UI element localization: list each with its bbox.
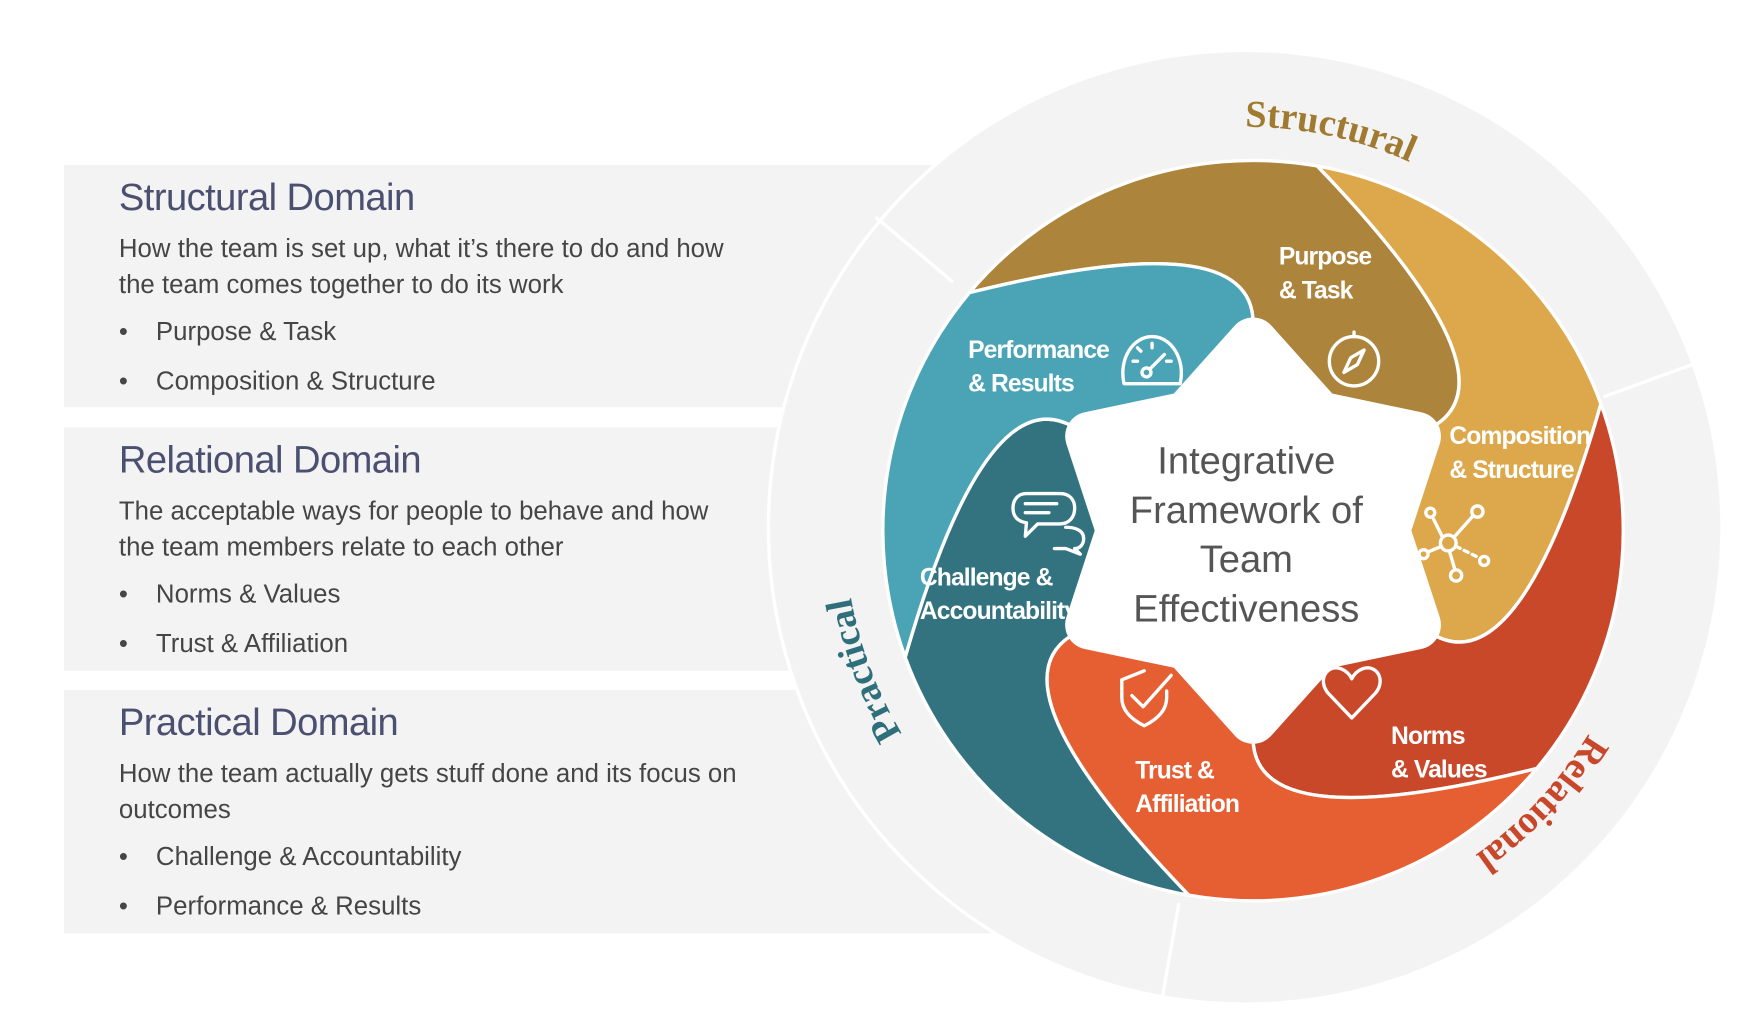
ring-divider	[1603, 360, 1700, 399]
list-item: •Trust & Affiliation	[118, 628, 349, 658]
segment-label: Norms& Values	[1391, 723, 1487, 784]
structural-domain-panel: Structural Domain How the team is set up…	[63, 164, 962, 408]
list-item: •Performance & Results	[118, 890, 422, 920]
panel-description: How the team is set up, what it’s there …	[118, 233, 724, 299]
segment-label: Composition& Structure	[1449, 423, 1590, 484]
list-item: •Purpose & Task	[118, 316, 337, 346]
compass-icon	[1327, 330, 1381, 388]
center-title-line: Framework of	[1130, 489, 1363, 532]
segment-label: Trust &Affiliation	[1135, 758, 1239, 819]
ring-divider	[1159, 902, 1181, 1003]
list-item: •Challenge & Accountability	[118, 841, 462, 871]
panel-description: How the team actually gets stuff done an…	[118, 758, 737, 824]
list-item: •Norms & Values	[118, 578, 341, 609]
gauge-icon	[1121, 334, 1183, 386]
relational-domain-panel: Relational Domain The acceptable ways fo…	[63, 427, 850, 671]
shield-check-icon	[1120, 669, 1173, 728]
list-item: •Composition & Structure	[118, 365, 436, 395]
network-icon	[1417, 504, 1491, 583]
segment-label: Challenge &Accountability	[920, 565, 1078, 626]
panel-title: Practical Domain	[118, 701, 399, 744]
center-title-line: Effectiveness	[1133, 587, 1359, 630]
center-title-line: Integrative	[1157, 439, 1335, 482]
center-star	[1065, 317, 1441, 744]
segment-label: Purpose& Task	[1279, 244, 1372, 305]
heart-icon	[1321, 666, 1382, 720]
panel-description: The acceptable ways for people to behave…	[118, 495, 709, 561]
ring-divider	[874, 215, 955, 284]
center-title-line: Team	[1200, 538, 1293, 581]
segment-label: Performance& Results	[968, 337, 1109, 398]
segment-performance-results	[881, 261, 1255, 663]
chat-bubbles-icon	[1011, 491, 1086, 556]
panel-title: Relational Domain	[118, 438, 422, 482]
panel-title: Structural Domain	[118, 176, 415, 219]
